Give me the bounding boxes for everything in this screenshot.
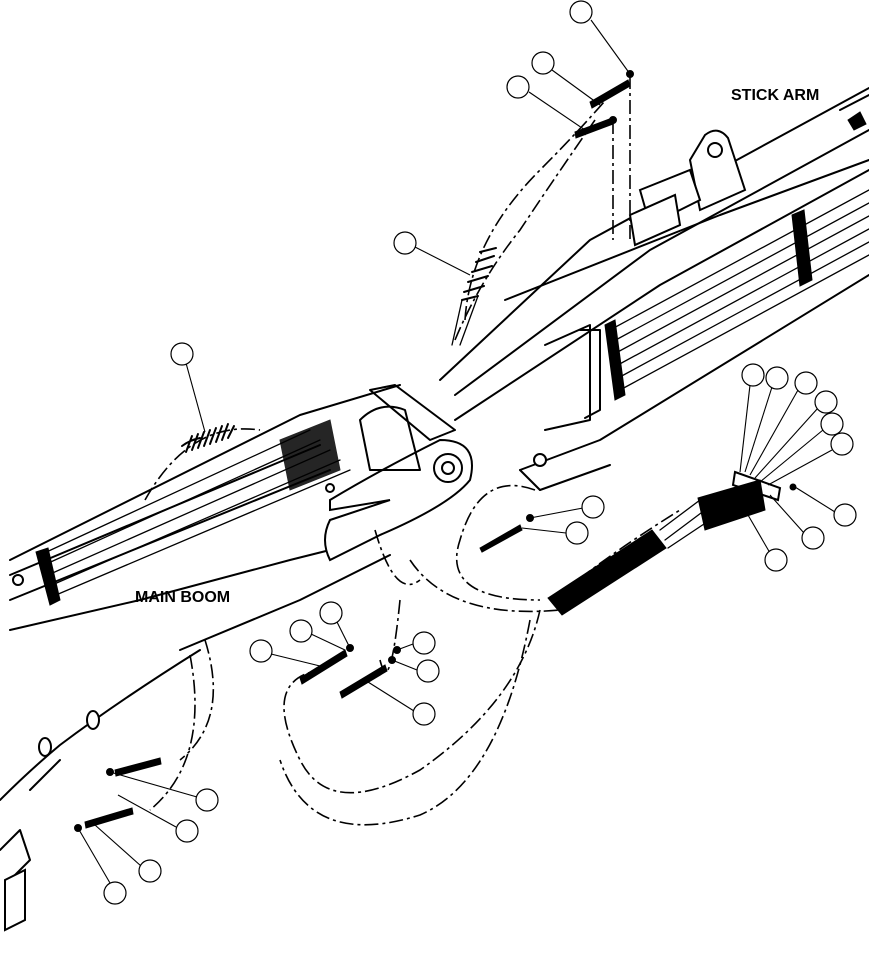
boom-head-plate — [369, 384, 456, 441]
boom-hole — [38, 737, 52, 757]
tube-clamp — [279, 419, 341, 491]
callouts — [77, 0, 857, 905]
hose-routes — [144, 75, 681, 826]
callout-balloon — [367, 681, 436, 726]
spring-guard — [181, 423, 235, 453]
callout-balloon — [393, 231, 471, 276]
stick-arm-bracket — [688, 129, 747, 212]
hose-wrap — [547, 529, 667, 616]
hose-clamp — [604, 319, 626, 401]
boom-pin-hole — [533, 453, 547, 467]
main-boom-tube-bundle — [35, 419, 351, 606]
callout-balloon — [769, 494, 825, 550]
tube-clamp — [35, 547, 61, 606]
callout-balloon — [767, 432, 854, 486]
main-boom-label: MAIN BOOM — [135, 589, 230, 606]
callout-balloon — [759, 412, 844, 483]
callout-balloon — [739, 363, 765, 473]
boom-end-pin — [12, 574, 24, 586]
stick-arm-label: STICK ARM — [731, 87, 819, 104]
callout-balloon — [531, 51, 601, 106]
callout-balloon — [794, 486, 857, 527]
callout-balloon — [521, 521, 589, 545]
callout-balloon — [109, 771, 219, 812]
u-bracket — [544, 324, 591, 431]
callout-balloon — [319, 601, 351, 649]
callout-balloon — [749, 371, 818, 476]
callout-balloon — [744, 366, 789, 473]
callout-balloon — [754, 390, 838, 479]
spring-guards — [181, 247, 667, 616]
callout-balloon — [569, 0, 631, 75]
main-boom — [0, 384, 473, 932]
callout-balloon — [391, 659, 440, 683]
callout-balloon — [249, 639, 321, 667]
stick-arm — [439, 87, 869, 491]
manifold-block — [659, 470, 797, 549]
stick-arm-hose-bundle — [604, 189, 869, 401]
callout-balloon — [289, 619, 346, 651]
boom-hole — [86, 710, 100, 730]
callout-balloon — [396, 631, 436, 655]
spring-guard — [461, 247, 497, 301]
callout-balloon — [170, 342, 206, 433]
callout-balloon — [94, 824, 162, 883]
callout-balloon — [117, 794, 199, 843]
callout-balloon — [747, 514, 788, 572]
callout-balloon — [77, 827, 127, 905]
hose-clamp — [791, 209, 813, 287]
bracket-pin-hole — [707, 142, 723, 158]
callout-balloon — [529, 495, 605, 519]
callout-balloon — [506, 75, 586, 131]
